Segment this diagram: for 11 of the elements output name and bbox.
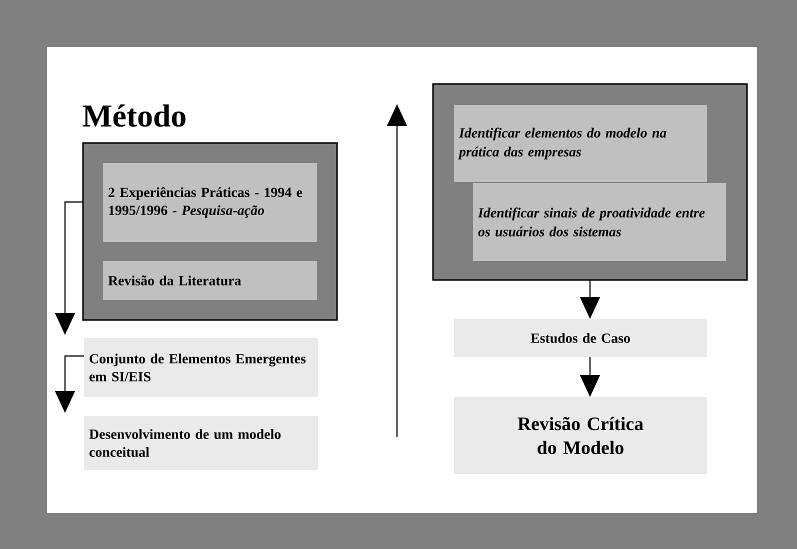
text-box: Revisão Crítica do Modelo bbox=[454, 397, 707, 474]
node-label: Identificar elementos do modelo na prática das empresas bbox=[458, 128, 666, 160]
text-box: Estudos de Caso bbox=[454, 319, 707, 357]
text-box: 2 Experiências Práticas - 1994 e 1995/1996 - Pesquisa-ação bbox=[103, 163, 317, 242]
title: Método bbox=[82, 104, 186, 127]
text-box: Revisão da Literatura bbox=[103, 261, 317, 300]
text-box: Identificar elementos do modelo na prática das empresas bbox=[454, 105, 707, 182]
text-box: Identificar sinais de proatividade entre os usuários dos sistemas bbox=[473, 183, 726, 261]
node-label: Identificar sinais de proatividade entre os usuários dos sistemas bbox=[478, 208, 705, 236]
text-box: Desenvolvimento de um modelo conceitual bbox=[84, 416, 318, 470]
text-box: Conjunto de Elementos Emergentes em SI/EIS bbox=[84, 338, 318, 397]
